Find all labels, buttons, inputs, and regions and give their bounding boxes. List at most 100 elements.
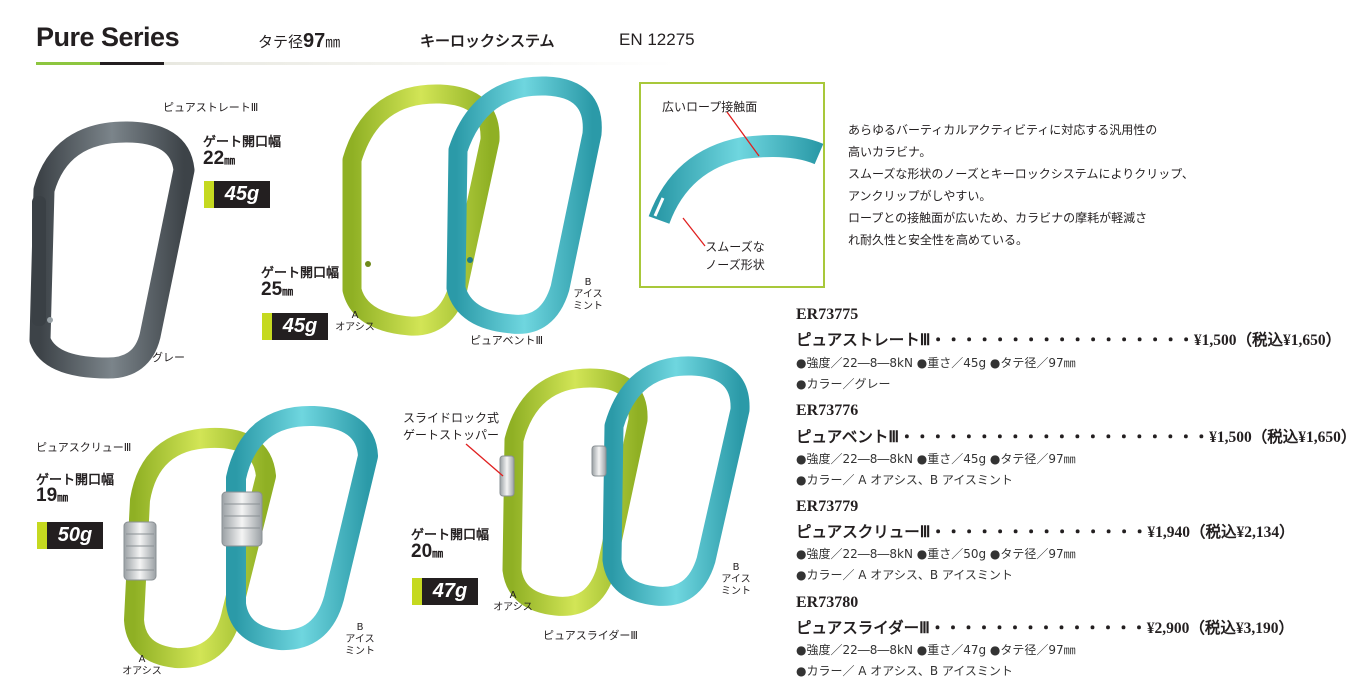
straight-color-label: グレー	[152, 351, 185, 364]
product-name-price: ピュアスクリューⅢ・・・・・・・・・・・・・・¥1,940（税込¥2,134）	[796, 524, 1295, 541]
desc-line-1: あらゆるバーティカルアクティビティに対応する汎用性の	[848, 123, 1158, 137]
header-rule	[36, 62, 676, 65]
bent-weight: 45g	[282, 315, 318, 337]
screw-weight-badge: 50g	[37, 522, 103, 549]
screw-name: ピュアスクリューⅢ	[36, 441, 132, 454]
straight-gate-opening: 22㎜	[203, 148, 235, 170]
nose-callout-line1: スムーズな	[705, 240, 765, 254]
product-code: ER73779	[796, 498, 859, 515]
screw-gate-value: 19	[36, 485, 58, 506]
bent-color-b-line2: ミント	[573, 301, 603, 312]
bent-gate-opening: 25㎜	[261, 279, 293, 301]
carabiner-slider-oasis	[499, 368, 648, 616]
nose-callout: スムーズな ノーズ形状	[695, 238, 775, 274]
product-spec: ●強度／22―8―8kN ●重さ／45g ●タテ径／97㎜	[796, 356, 1076, 370]
product-color: ●カラー／ A オアシス、B アイスミント	[796, 473, 1013, 487]
carabiner-screw-oasis	[123, 427, 276, 669]
lock-system-label: キーロックシステム	[420, 32, 555, 50]
product-color: ●カラー／ A オアシス、B アイスミント	[796, 568, 1013, 582]
desc-line-2: 高いカラビナ。	[848, 145, 932, 159]
carabiner-bent-oasis	[342, 84, 500, 336]
slider-callout-line	[465, 443, 504, 477]
desc-line-4: アンクリップがしやすい。	[848, 189, 992, 203]
product-color: ●カラー／グレー	[796, 377, 891, 391]
slider-gate-label: ゲート開口幅	[411, 528, 490, 543]
nose-callout-line	[682, 217, 706, 247]
carabiner-screw-icemint	[221, 405, 378, 651]
screw-color-b-line1: アイス	[345, 634, 375, 645]
product-name-price: ピュアベントⅢ・・・・・・・・・・・・・・・・・・・・¥1,500（税込¥1,6…	[796, 429, 1356, 446]
screw-gate-unit: ㎜	[57, 492, 69, 504]
nose-detail-box: 広いロープ接触面 スムーズな ノーズ形状	[639, 82, 825, 288]
straight-name: ピュアストレートⅢ	[163, 101, 259, 114]
carabiner-bent-icemint	[446, 76, 602, 334]
page-title: Pure Series	[36, 22, 180, 52]
product-name-price: ピュアスライダーⅢ・・・・・・・・・・・・・・¥2,900（税込¥3,190）	[796, 620, 1295, 637]
screw-weight: 50g	[57, 524, 93, 546]
product-description: あらゆるバーティカルアクティビティに対応する汎用性の 高いカラビナ。 スムーズな…	[848, 119, 1194, 251]
screw-gate-label: ゲート開口幅	[36, 473, 115, 488]
screw-color-a-name: オアシス	[122, 666, 162, 677]
bent-color-b-line1: アイス	[573, 289, 603, 300]
slider-gate-unit: ㎜	[432, 548, 444, 560]
product-code: ER73776	[796, 402, 859, 419]
slider-weight: 47g	[432, 580, 468, 602]
desc-line-6: れ耐久性と安全性を高めている。	[848, 233, 1029, 247]
slider-name: ピュアスライダーⅢ	[543, 629, 638, 642]
straight-weight: 45g	[224, 183, 260, 205]
product-spec: ●強度／22―8―8kN ●重さ／50g ●タテ径／97㎜	[796, 547, 1076, 561]
product-code: ER73775	[796, 306, 859, 323]
product-name-price: ピュアストレートⅢ・・・・・・・・・・・・・・・・・¥1,500（税込¥1,65…	[796, 332, 1342, 349]
carabiner-slider-icemint	[591, 356, 750, 606]
product-color: ●カラー／ A オアシス、B アイスミント	[796, 664, 1013, 678]
contact-callout: 広いロープ接触面	[662, 100, 758, 114]
bent-name: ピュアベントⅢ	[470, 334, 544, 347]
product-spec: ●強度／22―8―8kN ●重さ／47g ●タテ径／97㎜	[796, 643, 1076, 657]
slider-color-b-line1: アイス	[721, 574, 751, 585]
length-unit: ㎜	[325, 33, 341, 51]
slider-gate-value: 20	[411, 541, 433, 562]
length-spec: タテ径97㎜	[258, 30, 340, 53]
desc-line-5: ロープとの接触面が広いため、カラビナの摩耗が軽減さ	[848, 211, 1148, 225]
gate-icon	[32, 196, 46, 326]
slider-color-b-line2: ミント	[721, 586, 751, 597]
screw-color-a-letter: A	[138, 654, 146, 665]
slider-color-a-letter: A	[509, 590, 517, 601]
slider-color-b-letter: B	[732, 562, 740, 573]
nose-detail-illustration	[648, 111, 824, 247]
slider-callout: スライドロック式 ゲートストッパー	[403, 410, 499, 444]
screw-gate-opening: 19㎜	[36, 485, 68, 507]
product-spec: ●強度／22―8―8kN ●重さ／45g ●タテ径／97㎜	[796, 452, 1076, 466]
bent-weight-badge: 45g	[262, 313, 328, 340]
contact-callout-line	[726, 111, 760, 157]
standard-label: EN 12275	[619, 30, 695, 49]
slide-lock-icon	[499, 455, 515, 497]
screw-gate-icon	[123, 521, 157, 581]
bent-color-a-name: オアシス	[335, 322, 375, 333]
nose-callout-line2: ノーズ形状	[705, 258, 765, 272]
bent-gate-unit: ㎜	[282, 286, 294, 298]
straight-weight-badge: 45g	[204, 181, 270, 208]
bent-color-b-letter: B	[584, 277, 592, 288]
desc-line-3: スムーズな形状のノーズとキーロックシステムによりクリップ、	[848, 167, 1194, 181]
slider-weight-badge: 47g	[412, 578, 478, 605]
carabiner-straight-grey	[29, 121, 195, 379]
bent-color-a-letter: A	[351, 310, 359, 321]
straight-gate-label: ゲート開口幅	[203, 135, 282, 150]
slider-callout-line1: スライドロック式	[403, 411, 500, 425]
bent-gate-value: 25	[261, 279, 283, 300]
length-value: 97	[303, 30, 326, 52]
slider-color-a-name: オアシス	[493, 602, 533, 613]
straight-gate-unit: ㎜	[224, 155, 236, 167]
screw-color-b-letter: B	[356, 622, 364, 633]
length-label: タテ径	[258, 33, 304, 51]
carabiner-illustrations	[29, 76, 750, 669]
product-code: ER73780	[796, 594, 859, 611]
straight-gate-value: 22	[203, 148, 225, 169]
